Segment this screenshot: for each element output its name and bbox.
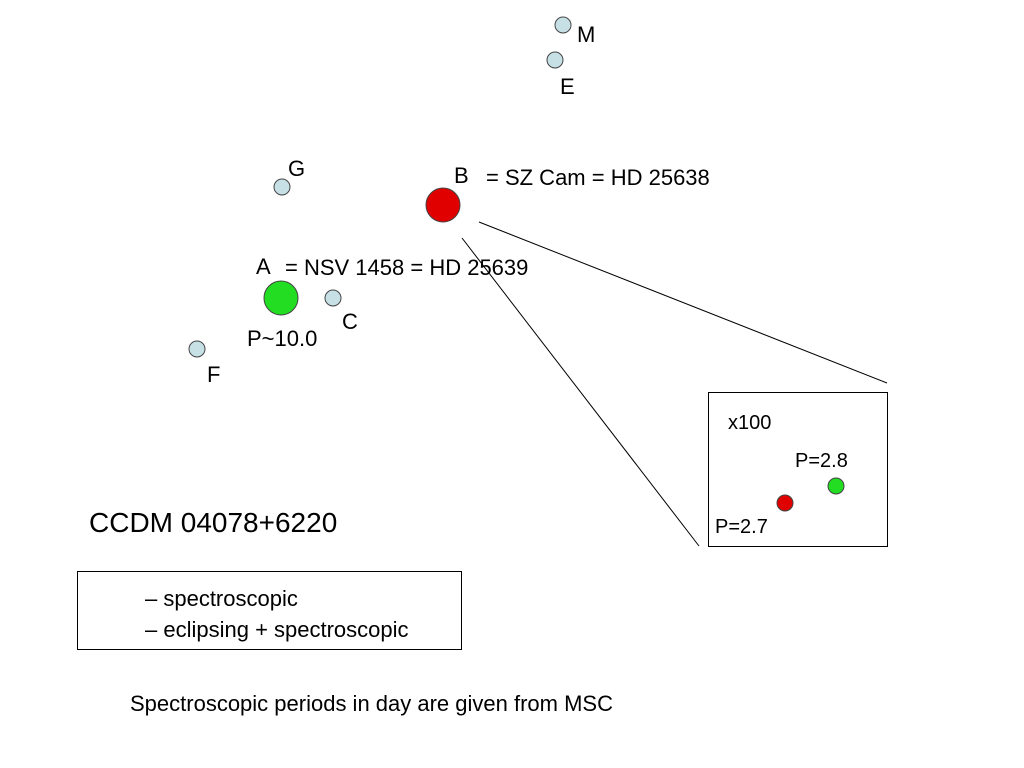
legend-box (77, 571, 462, 650)
star-label-g: G (288, 156, 306, 181)
star-m (554, 16, 572, 34)
star-b-eclipsing (425, 187, 461, 223)
zoom-magnification: x100 (728, 412, 772, 434)
star-g (273, 178, 291, 196)
zoom-red-period: P=2.7 (715, 516, 768, 538)
system-title: CCDM 04078+6220 (89, 507, 338, 538)
zoom-connector-lower (461, 237, 700, 547)
zoom-star-green (827, 477, 845, 495)
zoom-connector-upper (478, 221, 888, 384)
star-a-period: P~10.0 (247, 326, 318, 351)
star-label-c: C (342, 309, 358, 334)
star-label-e: E (560, 74, 575, 99)
star-label-m: M (577, 22, 596, 47)
footnote: Spectroscopic periods in day are given f… (130, 691, 613, 716)
legend-label-eclipsing: – eclipsing + spectroscopic (145, 617, 409, 642)
star-label-f: F (207, 362, 221, 387)
zoom-star-red (776, 494, 794, 512)
star-a-spectroscopic (263, 280, 299, 316)
star-label-b: B (454, 163, 469, 188)
star-e (546, 51, 564, 69)
star-f (188, 340, 206, 358)
zoom-inset-box (708, 392, 888, 547)
star-c (324, 289, 342, 307)
legend-label-spectroscopic: – spectroscopic (145, 586, 298, 611)
star-a-description: = NSV 1458 = HD 25639 (285, 255, 529, 280)
zoom-green-period: P=2.8 (795, 450, 848, 472)
star-b-description: = SZ Cam = HD 25638 (486, 165, 710, 190)
star-label-a: A (256, 254, 271, 279)
